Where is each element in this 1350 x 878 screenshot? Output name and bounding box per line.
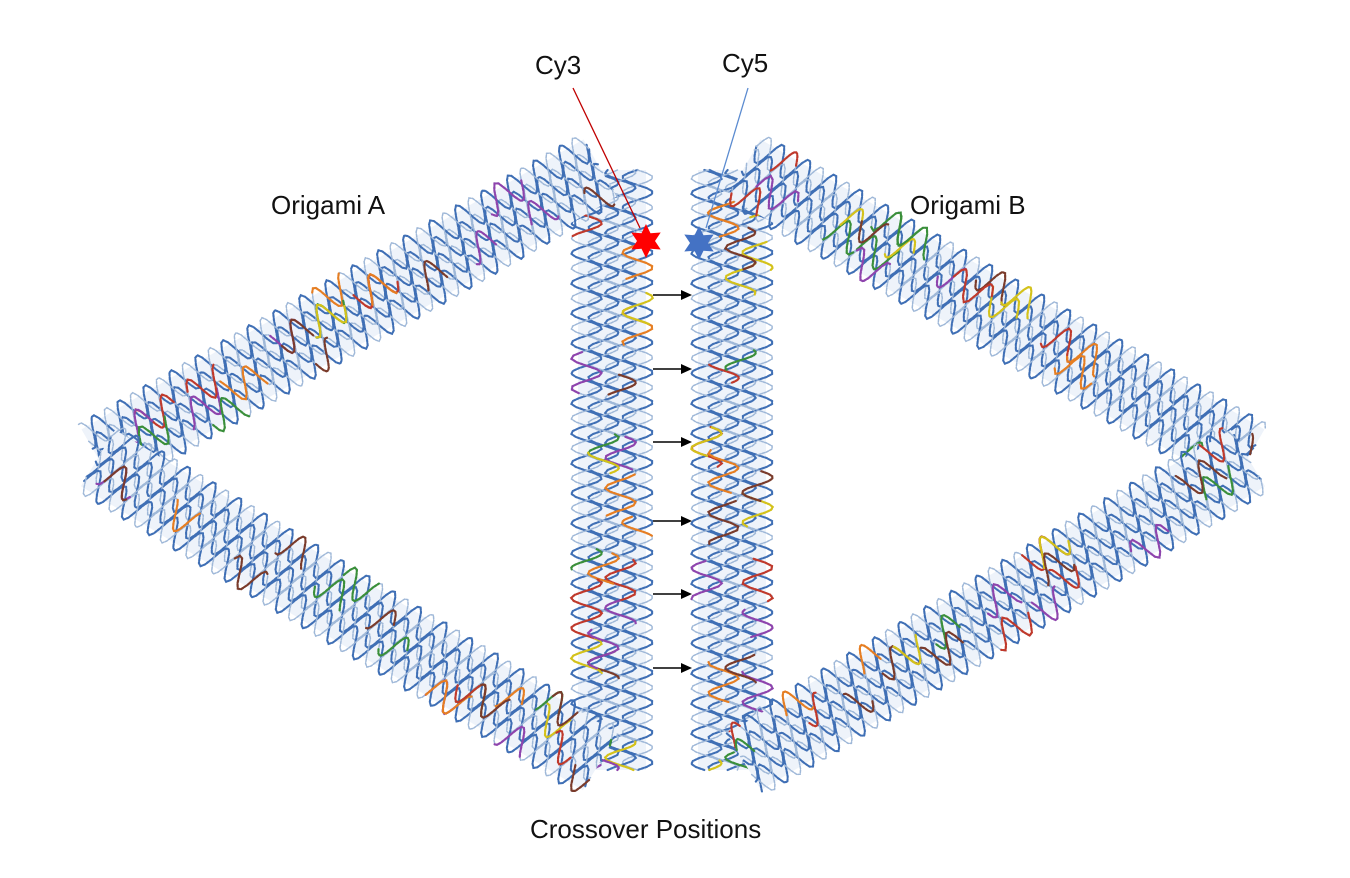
origami-a-label: Origami A [271,190,386,220]
cy5-label: Cy5 [722,48,768,78]
red-star-icon [631,224,661,258]
crossover-arrow [653,516,692,526]
crossover-positions-label: Crossover Positions [530,814,761,844]
cy3-leader-line [572,87,641,229]
origami-a-upper-arm [77,137,617,492]
origami-b-vertical-bundle [690,168,775,772]
origami-b-structure [690,136,1267,793]
crossover-arrows [653,290,692,673]
origami-a-lower-arm [80,427,618,793]
blue-star-icon [684,226,714,260]
cy3-label: Cy3 [535,50,581,80]
cy5-leader-line [705,87,749,229]
crossover-arrow [653,364,692,374]
crossover-arrow [653,437,692,447]
origami-a-vertical-bundle [569,168,655,772]
crossover-arrow [653,589,692,599]
origami-b-lower-arm [725,427,1266,793]
origami-b-label: Origami B [910,190,1026,220]
crossover-arrow [653,290,692,300]
origami-a-structure [77,137,655,793]
origami-b-upper-arm [727,136,1267,492]
crossover-arrow [653,663,692,673]
